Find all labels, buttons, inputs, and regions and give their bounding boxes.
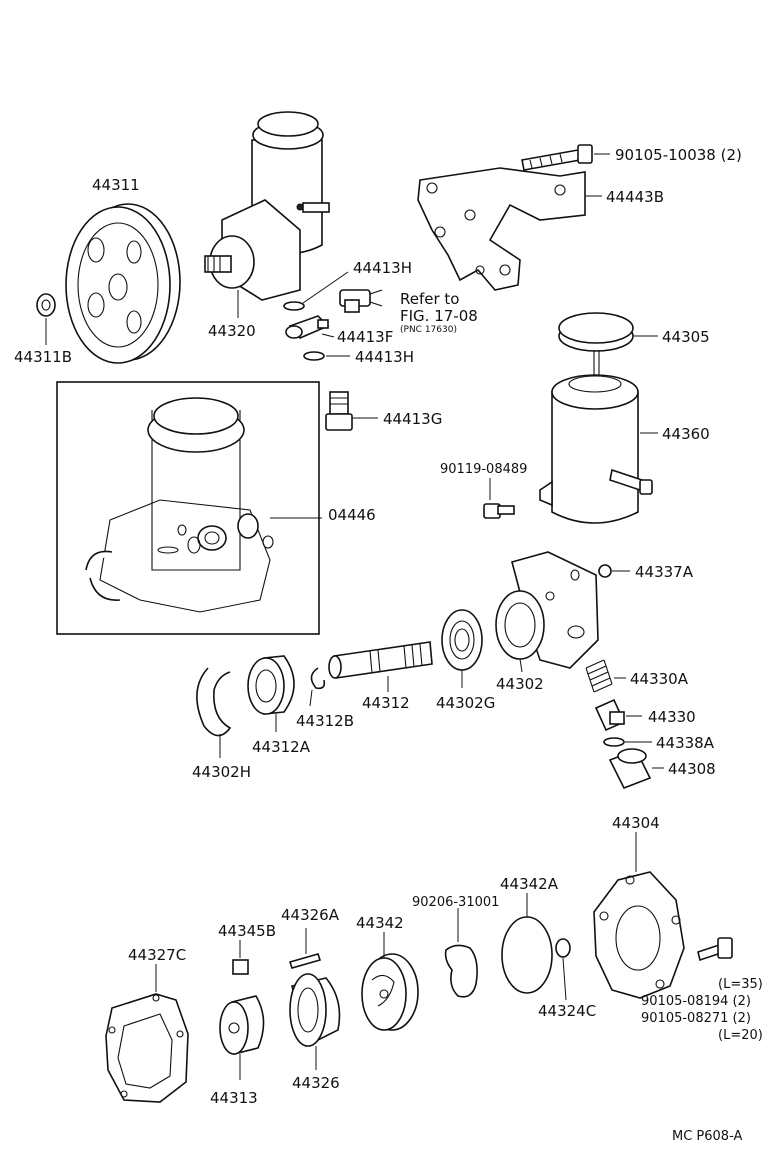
oring-44342A — [501, 916, 553, 994]
gasket-44327C — [105, 993, 189, 1103]
label-44302G: 44302G — [436, 694, 495, 712]
label-44308: 44308 — [668, 760, 716, 778]
label-44342A: 44342A — [500, 875, 559, 893]
label-90105-10038: 90105-10038 (2) — [615, 146, 742, 164]
label-44312: 44312 — [362, 694, 410, 712]
pressure-switch — [339, 289, 383, 313]
bearing-44312A — [247, 655, 295, 715]
refer-to-text: Refer to — [400, 290, 459, 308]
nut-44311B — [36, 293, 56, 317]
label-L20: (L=20) — [718, 1028, 763, 1043]
housing-44302 — [495, 551, 599, 669]
label-44312A: 44312A — [252, 738, 311, 756]
label-44337A: 44337A — [635, 563, 694, 581]
label-44304: 44304 — [612, 814, 660, 832]
seal-44302G — [441, 609, 483, 671]
label-44326: 44326 — [292, 1074, 340, 1092]
label-90105-08271: 90105-08271 (2) — [641, 1011, 751, 1026]
bolt-44413G — [325, 391, 353, 431]
plug-44308 — [608, 748, 652, 790]
plate-44342 — [361, 953, 419, 1031]
label-04446: 04446 — [328, 506, 376, 524]
cap-44305 — [558, 312, 634, 384]
seal-90206-31001 — [444, 944, 478, 998]
valve-44330 — [594, 698, 626, 732]
bracket-44443B — [417, 167, 586, 291]
label-44312B: 44312B — [296, 712, 354, 730]
snap-ring-44302H — [196, 667, 232, 737]
kit-04446-illustration — [85, 397, 274, 613]
label-44302H: 44302H — [192, 763, 251, 781]
vane-44345B — [232, 959, 249, 975]
oring-44337A — [598, 564, 612, 578]
pulley-44311 — [65, 203, 181, 364]
label-44345B: 44345B — [218, 922, 276, 940]
label-44311: 44311 — [92, 176, 140, 194]
union-44413F — [285, 315, 330, 339]
label-90206-31001: 90206-31001 — [412, 895, 499, 910]
label-44326A: 44326A — [281, 906, 340, 924]
label-44330A: 44330A — [630, 670, 689, 688]
refer-pnc-text: (PNC 17630) — [400, 325, 457, 335]
oring-44324C — [555, 938, 571, 958]
label-44338A: 44338A — [656, 734, 715, 752]
bolt-90119-08489 — [483, 478, 515, 519]
washer-44413H-lower — [303, 351, 325, 361]
label-44327C: 44327C — [128, 946, 186, 964]
bolt-90105-10038 — [521, 144, 593, 171]
label-44443B: 44443B — [606, 188, 664, 206]
kit-04446-box — [56, 381, 320, 635]
label-44330: 44330 — [648, 708, 696, 726]
rear-cover-44304 — [593, 871, 685, 999]
label-90105-08194: 90105-08194 (2) — [641, 994, 751, 1009]
spring-44330A — [585, 659, 613, 693]
oring-44338A — [603, 737, 625, 747]
label-44360: 44360 — [662, 425, 710, 443]
rotor-44313 — [219, 995, 265, 1056]
label-44313: 44313 — [210, 1089, 258, 1107]
washer-44413H-upper — [283, 301, 305, 311]
figure-code: MC P608-A — [672, 1129, 742, 1144]
label-90119-08489: 90119-08489 — [440, 462, 527, 477]
label-44342: 44342 — [356, 914, 404, 932]
label-44311B: 44311B — [14, 348, 72, 366]
refer-fig-text: FIG. 17-08 — [400, 307, 478, 325]
pin-44326A — [288, 953, 322, 969]
cam-ring-44326 — [289, 973, 341, 1048]
label-44305: 44305 — [662, 328, 710, 346]
shaft-44312 — [328, 641, 433, 679]
label-44413H-upper: 44413H — [353, 259, 412, 277]
label-44320: 44320 — [208, 322, 256, 340]
label-44413H-lower: 44413H — [355, 348, 414, 366]
label-44413F: 44413F — [337, 328, 393, 346]
label-44413G: 44413G — [383, 410, 442, 428]
label-L35: (L=35) — [718, 977, 763, 992]
label-44302: 44302 — [496, 675, 544, 693]
snap-ring-44312B — [310, 667, 326, 690]
reservoir-44360 — [539, 374, 653, 524]
label-44324C: 44324C — [538, 1002, 596, 1020]
bolt-90105-08194 — [697, 937, 733, 962]
pump-assembly-44320 — [204, 111, 330, 301]
